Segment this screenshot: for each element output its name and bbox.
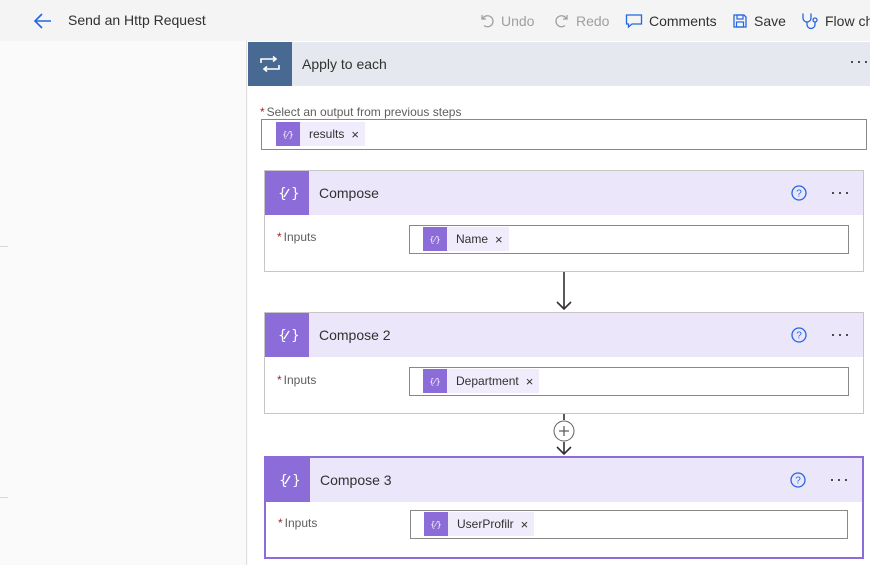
apply-to-each-title: Apply to each bbox=[302, 56, 387, 72]
flow-checker-button[interactable]: Flow ch bbox=[800, 10, 870, 32]
redo-label: Redo bbox=[576, 13, 610, 29]
remove-token-icon[interactable]: × bbox=[525, 373, 534, 389]
comments-label: Comments bbox=[649, 13, 717, 29]
compose-icon: {} bbox=[265, 171, 309, 215]
inputs-label: *Inputs bbox=[278, 516, 317, 530]
select-output-label: *Select an output from previous steps bbox=[260, 105, 461, 119]
inputs-field[interactable]: {⁄} Department × bbox=[409, 367, 849, 396]
comment-icon bbox=[625, 14, 643, 29]
compose-icon: {} bbox=[265, 313, 309, 357]
inputs-label-text: Inputs bbox=[283, 230, 317, 244]
token-label: Name bbox=[456, 232, 489, 246]
svg-text:?: ? bbox=[795, 476, 801, 487]
remove-token-icon[interactable]: × bbox=[520, 516, 529, 532]
undo-button[interactable]: Undo bbox=[479, 10, 534, 32]
remove-token-icon[interactable]: × bbox=[351, 126, 359, 142]
token-label: UserProfilr bbox=[457, 517, 514, 531]
select-output-input[interactable]: {⁄} results × bbox=[261, 119, 867, 150]
card-header[interactable]: {} Compose ? ··· bbox=[265, 171, 863, 215]
svg-text:{: { bbox=[278, 186, 287, 202]
apply-to-each-header[interactable]: Apply to each ··· bbox=[248, 42, 870, 86]
inputs-label-text: Inputs bbox=[284, 516, 318, 530]
redo-icon bbox=[555, 15, 568, 28]
connector-arrow bbox=[556, 272, 572, 311]
command-bar: Send an Http Request Undo Redo Comments … bbox=[0, 0, 870, 41]
remove-token-icon[interactable]: × bbox=[495, 231, 503, 247]
connector-arrow bbox=[556, 414, 572, 456]
help-icon[interactable]: ? bbox=[789, 471, 807, 489]
loop-icon bbox=[248, 42, 292, 86]
svg-text:{⁄}: {⁄} bbox=[282, 130, 294, 139]
dynamic-content-token: {⁄} Name × bbox=[423, 227, 509, 251]
more-options-icon[interactable]: ··· bbox=[830, 324, 851, 344]
svg-text:}: } bbox=[292, 473, 299, 489]
expression-icon: {⁄} bbox=[276, 122, 300, 146]
more-options-icon[interactable]: ··· bbox=[849, 51, 870, 71]
token-label: Department bbox=[456, 374, 519, 388]
select-output-label-text: Select an output from previous steps bbox=[266, 105, 462, 119]
inputs-field[interactable]: {⁄} Name × bbox=[409, 225, 849, 254]
left-panel bbox=[0, 41, 247, 565]
inputs-label: *Inputs bbox=[277, 373, 316, 387]
svg-text:{⁄}: {⁄} bbox=[430, 520, 442, 529]
stethoscope-icon bbox=[802, 13, 818, 30]
compose-card[interactable]: {} Compose 2 ? ··· *Inputs {⁄} Departmen… bbox=[264, 312, 864, 414]
card-header[interactable]: {} Compose 2 ? ··· bbox=[265, 313, 863, 357]
card-title: Compose 2 bbox=[319, 327, 391, 343]
dynamic-content-token: {⁄} UserProfilr × bbox=[424, 512, 535, 536]
card-title: Compose bbox=[319, 185, 379, 201]
required-asterisk: * bbox=[278, 516, 283, 530]
svg-text:{⁄}: {⁄} bbox=[429, 377, 441, 386]
flow-title: Send an Http Request bbox=[68, 12, 206, 28]
svg-text:}: } bbox=[291, 328, 298, 344]
save-button[interactable]: Save bbox=[732, 10, 786, 32]
more-options-icon[interactable]: ··· bbox=[830, 182, 851, 202]
more-options-icon[interactable]: ··· bbox=[829, 469, 850, 489]
svg-text:{: { bbox=[278, 328, 287, 344]
svg-text:?: ? bbox=[796, 189, 802, 200]
help-icon[interactable]: ? bbox=[790, 326, 808, 344]
add-step-icon[interactable] bbox=[553, 420, 575, 442]
compose-icon: {} bbox=[266, 458, 310, 502]
compose-card-selected[interactable]: {} Compose 3 ? ··· *Inputs {⁄} UserProfi… bbox=[264, 456, 864, 559]
dynamic-content-token: {⁄} results × bbox=[276, 122, 365, 146]
expression-icon: {⁄} bbox=[423, 369, 447, 393]
help-icon[interactable]: ? bbox=[790, 184, 808, 202]
compose-card[interactable]: {} Compose ? ··· *Inputs {⁄} Name × bbox=[264, 170, 864, 272]
required-asterisk: * bbox=[277, 230, 282, 244]
expression-icon: {⁄} bbox=[424, 512, 448, 536]
expression-icon: {⁄} bbox=[423, 227, 447, 251]
panel-divider bbox=[0, 497, 8, 498]
required-asterisk: * bbox=[260, 105, 265, 119]
comments-button[interactable]: Comments bbox=[625, 10, 717, 32]
svg-text:{⁄}: {⁄} bbox=[429, 235, 441, 244]
inputs-field[interactable]: {⁄} UserProfilr × bbox=[410, 510, 848, 539]
token-label: results bbox=[309, 127, 345, 141]
svg-text:?: ? bbox=[796, 331, 802, 342]
card-header[interactable]: {} Compose 3 ? ··· bbox=[266, 458, 862, 502]
save-label: Save bbox=[754, 13, 786, 29]
svg-text:{: { bbox=[279, 473, 288, 489]
redo-button[interactable]: Redo bbox=[554, 10, 609, 32]
back-arrow-icon[interactable] bbox=[32, 10, 54, 32]
svg-text:}: } bbox=[291, 186, 298, 202]
save-icon bbox=[733, 14, 747, 28]
card-title: Compose 3 bbox=[320, 472, 392, 488]
required-asterisk: * bbox=[277, 373, 282, 387]
undo-label: Undo bbox=[501, 13, 535, 29]
undo-icon bbox=[481, 15, 494, 28]
dynamic-content-token: {⁄} Department × bbox=[423, 369, 540, 393]
inputs-label: *Inputs bbox=[277, 230, 316, 244]
panel-divider bbox=[0, 246, 8, 247]
flow-checker-label: Flow ch bbox=[825, 13, 870, 29]
inputs-label-text: Inputs bbox=[283, 373, 317, 387]
